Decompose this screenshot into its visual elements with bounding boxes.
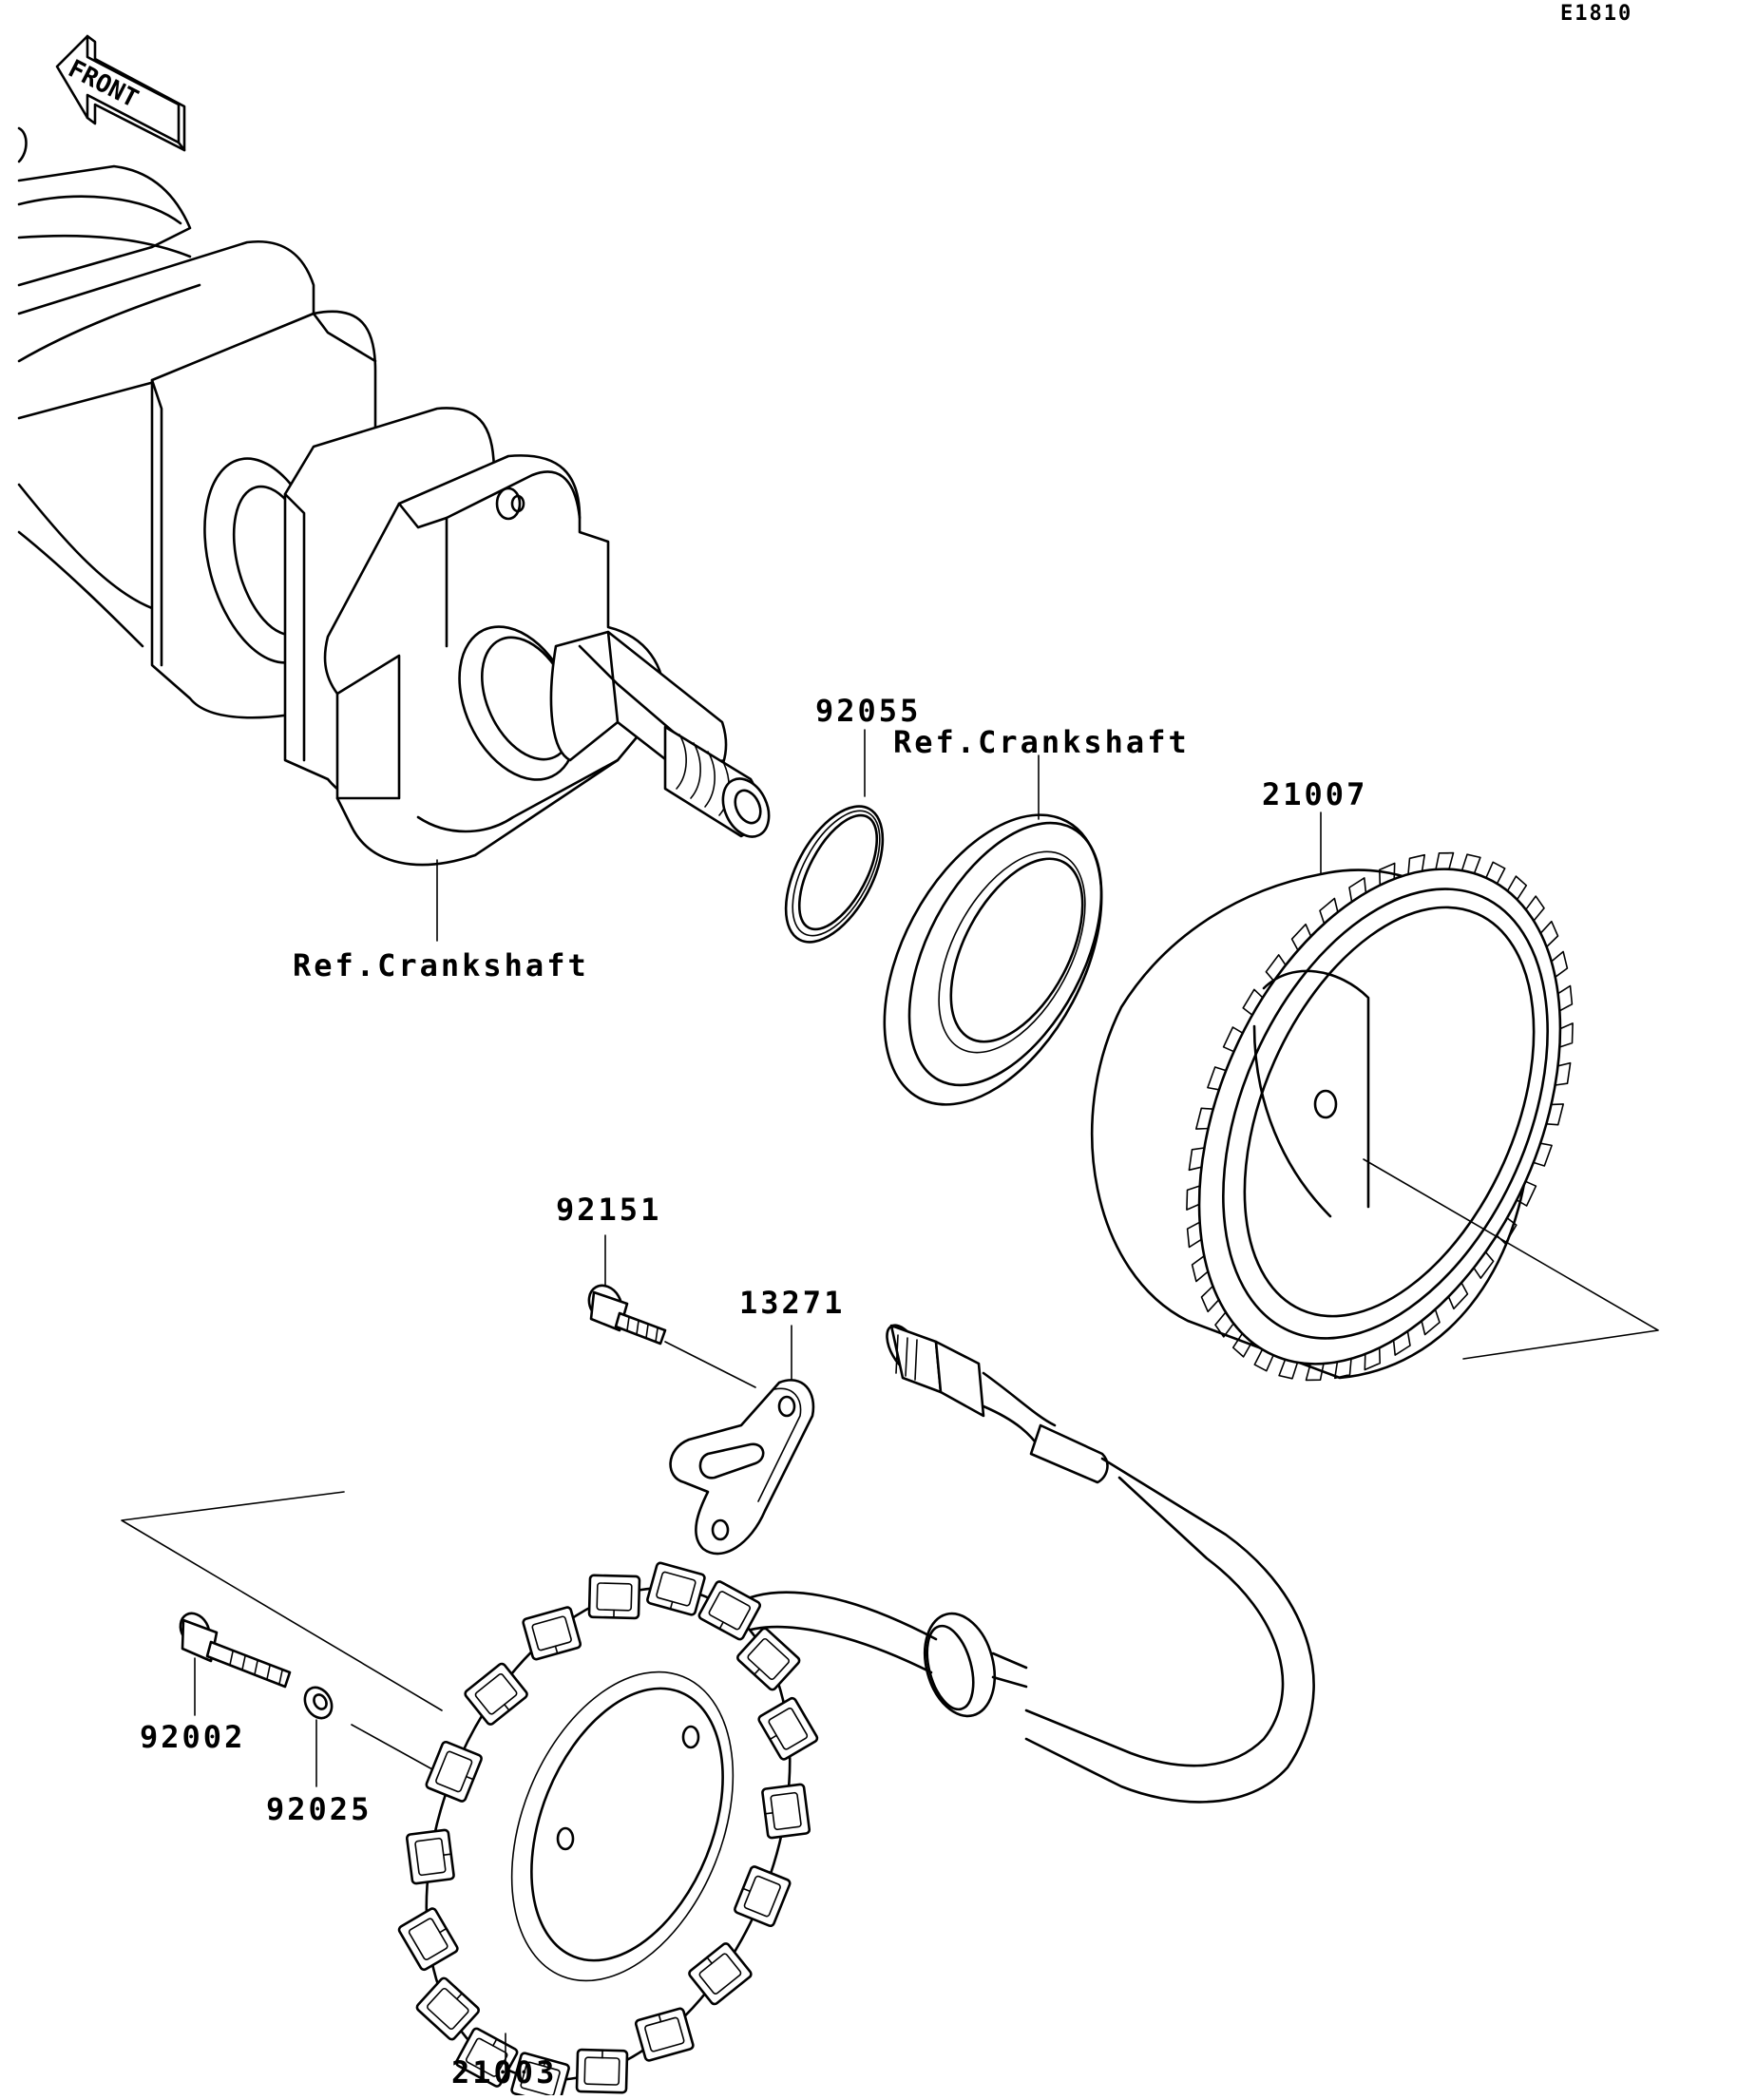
diagram-code: E1810 (1560, 4, 1632, 25)
washer (299, 1683, 337, 1786)
part-label-ref-crankshaft-top: Ref.Crankshaft (893, 727, 1190, 757)
stator-pole (577, 2050, 627, 2092)
crankshaft (19, 128, 777, 941)
part-label-21007: 21007 (1262, 779, 1367, 810)
part-label-92055: 92055 (815, 696, 921, 726)
wiring-connector (732, 1320, 1314, 1803)
front-arrow-icon: FRONT (57, 36, 184, 150)
part-label-21003: 21003 (451, 2057, 557, 2088)
o-ring (766, 730, 903, 958)
part-label-92002: 92002 (140, 1722, 245, 1752)
stator-pole (589, 1575, 639, 1618)
stator (358, 1534, 859, 2095)
part-label-92025: 92025 (266, 1794, 372, 1824)
stator-pole (762, 1784, 810, 1838)
bolt-92002 (175, 1608, 290, 1715)
bolt-92151 (582, 1235, 755, 1387)
stator-pole (407, 1829, 454, 1883)
plate (671, 1326, 813, 1554)
part-label-92151: 92151 (556, 1194, 661, 1225)
rotor (1092, 812, 1658, 1421)
part-label-ref-crankshaft-bottom: Ref.Crankshaft (293, 950, 589, 981)
part-label-13271: 13271 (739, 1288, 845, 1318)
